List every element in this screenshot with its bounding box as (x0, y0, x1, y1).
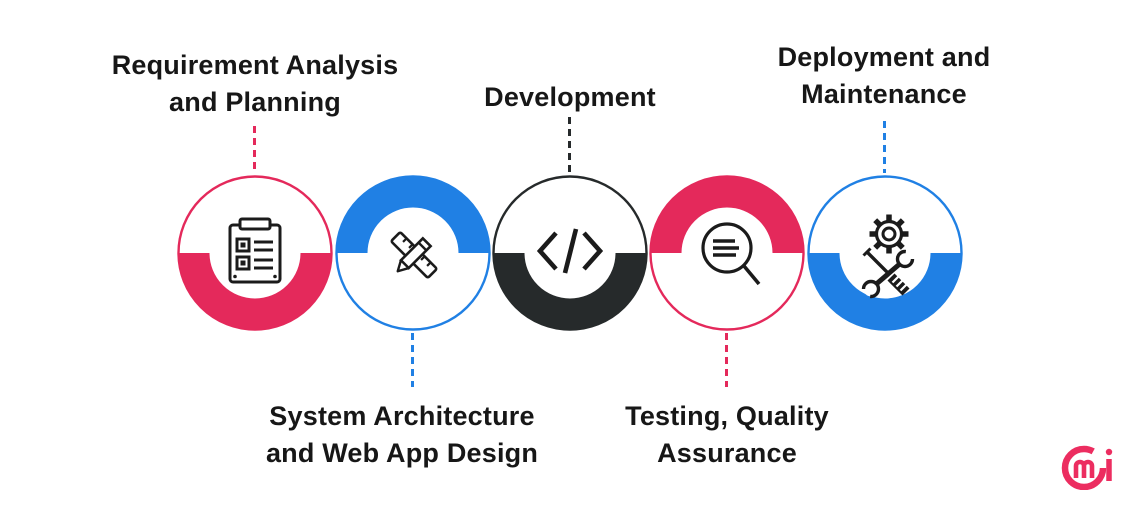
connector-step3 (568, 117, 571, 173)
cmi-logo (1061, 445, 1113, 490)
connector-step2 (411, 333, 414, 387)
gear-part (869, 214, 909, 254)
code-icon (537, 228, 603, 274)
connector-step5 (883, 121, 886, 173)
label-development: Development (484, 82, 656, 112)
label-system-architecture: System Architecture and Web App Design (265, 401, 539, 468)
pencil-ruler-icon (390, 231, 438, 279)
step-circle-testing-qa (649, 175, 805, 331)
label-testing-qa: Testing, Quality Assurance (625, 401, 829, 468)
step-circle-requirement-analysis (177, 175, 333, 331)
label-requirement-analysis: Requirement Analysis and Planning (111, 50, 399, 117)
step-circle-deployment (807, 175, 963, 331)
clipboard-checklist-icon (228, 217, 282, 284)
screwdriver-part (862, 247, 910, 296)
step-circle-development (492, 175, 648, 331)
step-circle-system-architecture (335, 175, 491, 331)
connector-step1 (253, 126, 256, 173)
gear-tools-icon (861, 214, 915, 299)
magnifier-review-icon (701, 222, 761, 286)
label-deployment-maintenance: Deployment and Maintenance (777, 42, 991, 109)
connector-step4 (725, 333, 728, 387)
